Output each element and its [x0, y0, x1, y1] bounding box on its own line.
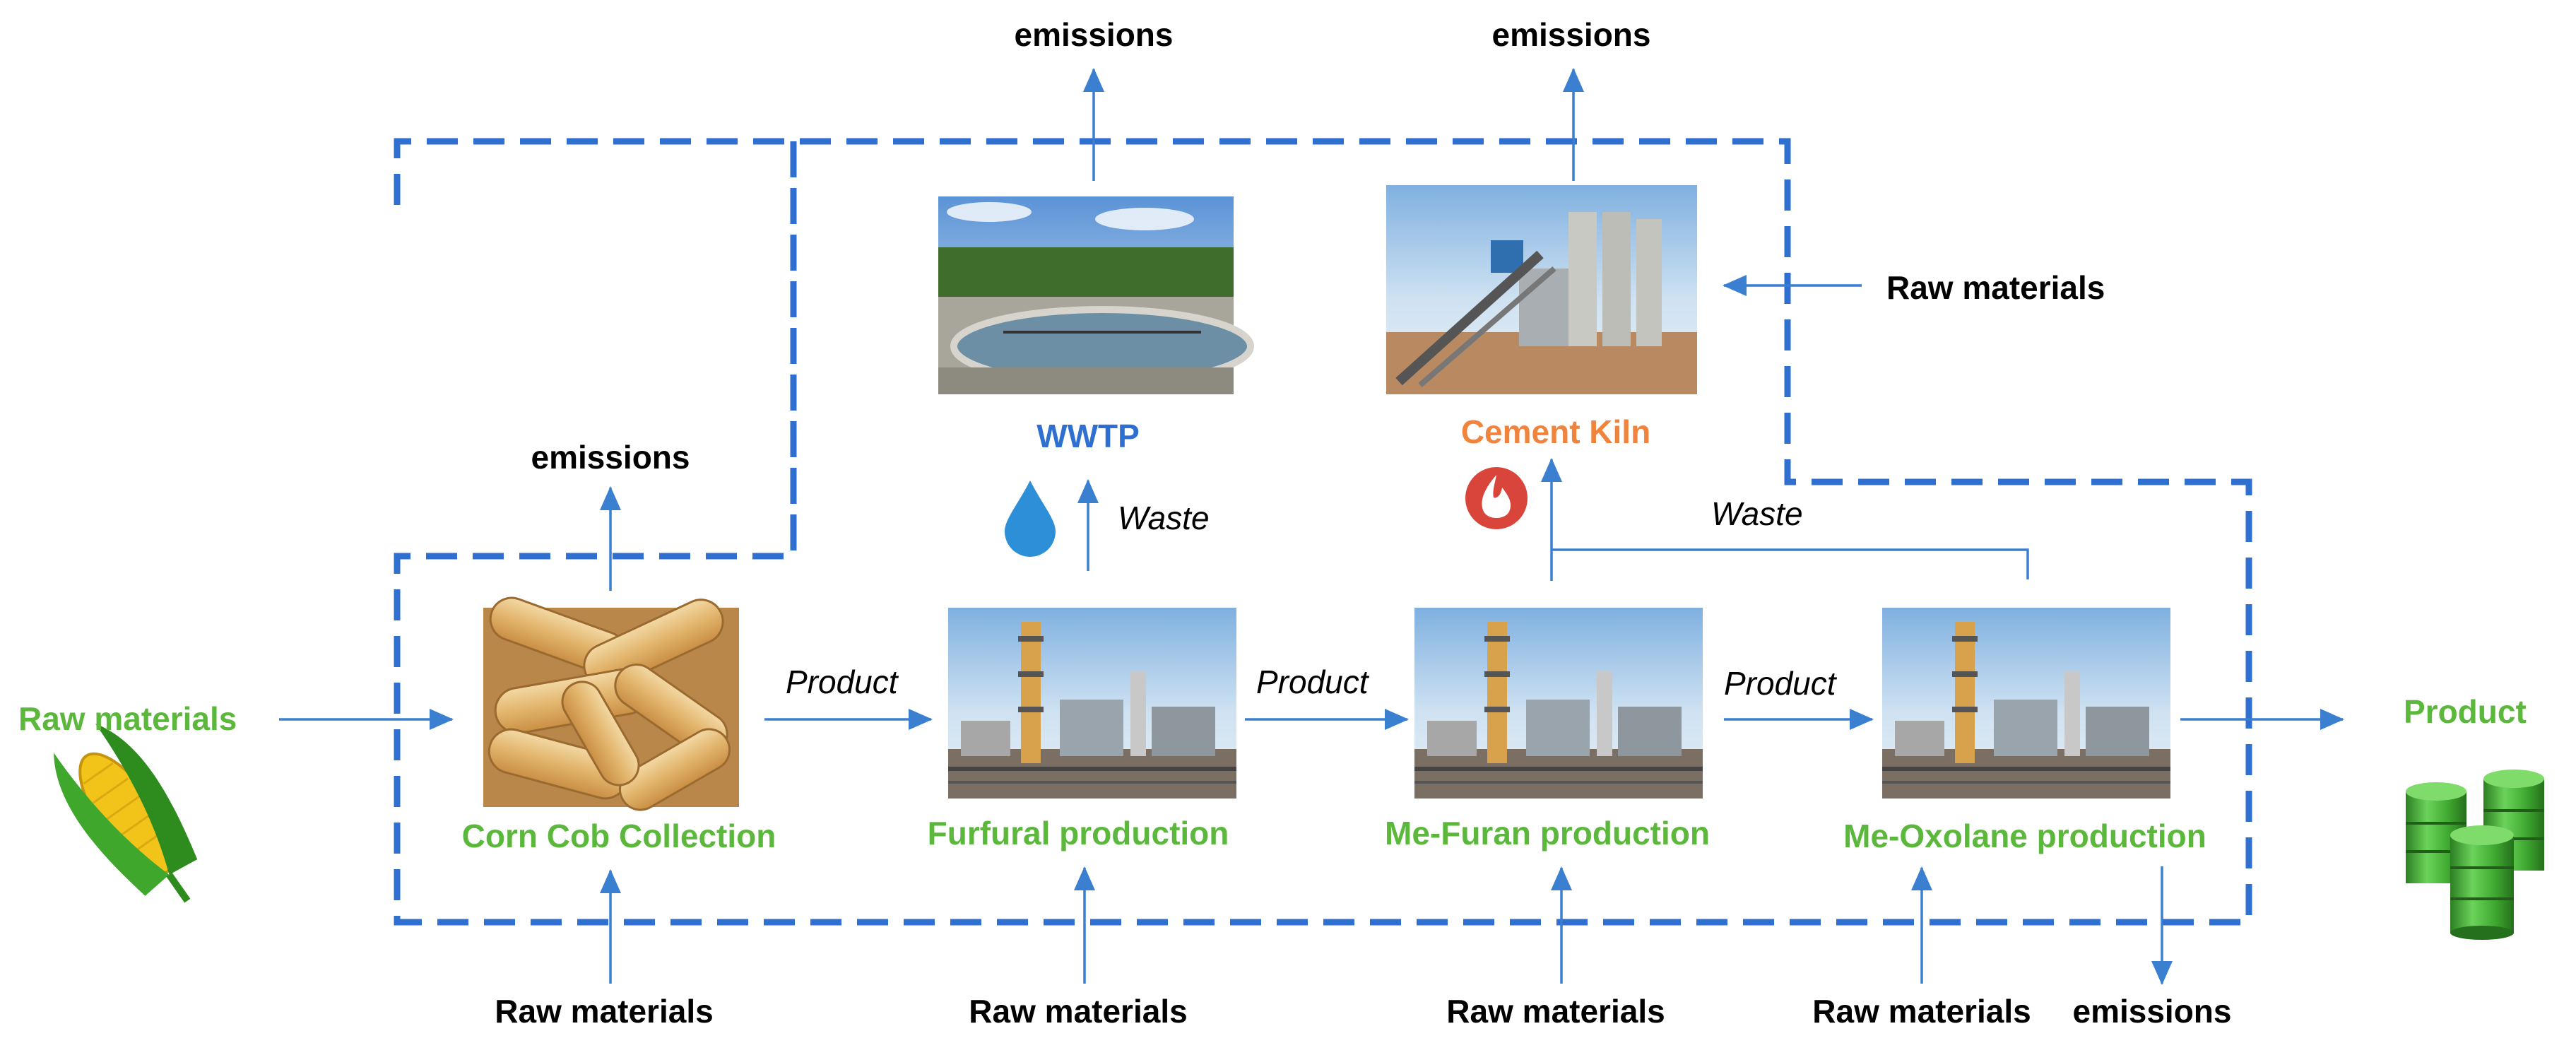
corn-cob-photo [483, 596, 739, 811]
oxolane-emissions-label: emissions [2072, 993, 2232, 1030]
final-product-label: Product [2404, 693, 2527, 730]
flame-icon [1465, 467, 1528, 529]
process-label-corn-cob: Corn Cob Collection [461, 818, 776, 854]
refinery-photo [948, 608, 1236, 799]
corn-icon [54, 724, 198, 903]
raw-materials-bottom-1: Raw materials [495, 993, 714, 1030]
flow-label-waste-wwtp: Waste [1118, 500, 1210, 536]
corn-emissions-label: emissions [531, 439, 690, 476]
raw-materials-bottom-4: Raw materials [1812, 993, 2031, 1030]
refinery-photo [1414, 608, 1703, 799]
raw-materials-bottom-2: Raw materials [969, 993, 1188, 1030]
cement-kiln-label: Cement Kiln [1460, 413, 1651, 450]
process-label-furfural: Furfural production [927, 815, 1229, 852]
wwtp-label: WWTP [1036, 418, 1140, 454]
process-label-me-furan: Me-Furan production [1385, 815, 1710, 852]
oil-drums-icon [2406, 770, 2544, 940]
process-label-me-oxolane: Me-Oxolane production [1843, 818, 2206, 854]
flow-label-product-3: Product [1724, 665, 1836, 702]
system-boundary [394, 138, 2252, 926]
raw-materials-bottom-3: Raw materials [1446, 993, 1665, 1030]
refinery-photo [1882, 608, 2170, 799]
raw-materials-left-label: Raw materials [18, 700, 237, 737]
flow-label-waste-kiln: Waste [1711, 495, 1803, 532]
arrow-waste-kiln-line [1552, 548, 2029, 579]
wwtp-emissions-label: emissions [1014, 16, 1174, 53]
water-drop-icon [1005, 481, 1056, 557]
flow-label-product-2: Product [1256, 664, 1369, 700]
kiln-emissions-label: emissions [1491, 16, 1651, 53]
flow-label-product-1: Product [786, 664, 898, 700]
cement-kiln-photo [1386, 185, 1697, 394]
raw-materials-kiln-label: Raw materials [1886, 269, 2105, 306]
wwtp-photo [938, 196, 1254, 394]
